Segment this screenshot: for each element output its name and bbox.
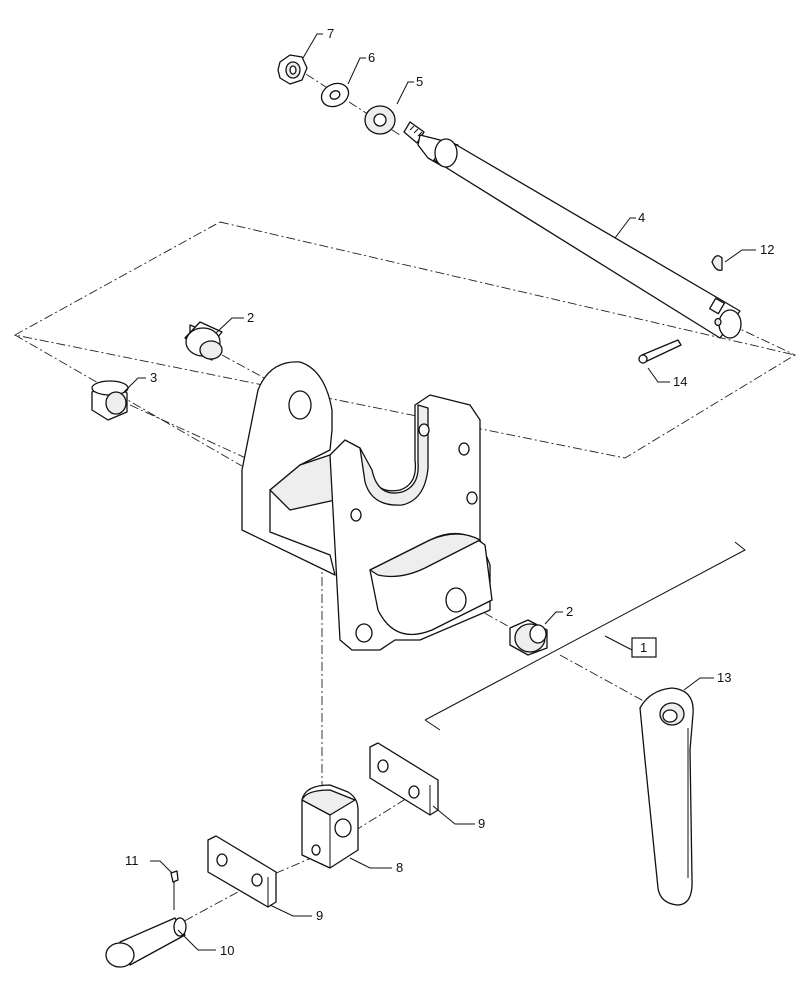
main-bracket-housing [241,361,493,651]
part-4-shaft [403,121,742,339]
group-1-bracket [424,541,746,731]
part-2-bushing-lower [509,619,548,656]
callout-9-lower: 9 [316,908,323,923]
part-2-bushing-upper [184,321,223,361]
callout-9-upper: 9 [478,816,485,831]
callout-1: 1 [640,640,647,655]
callout-3: 3 [150,370,157,385]
callout-6: 6 [368,50,375,65]
callout-labels: 7 6 5 4 12 14 2 3 2 1 13 9 8 11 9 10 [125,26,774,958]
part-11-fitting [170,870,179,910]
callout-14: 14 [673,374,687,389]
callout-2-upper: 2 [247,310,254,325]
part-6-washer [320,82,350,108]
part-3-bushing [91,380,129,421]
part-8-block [301,784,359,869]
part-5-washer [364,105,396,135]
callout-2-lower: 2 [566,604,573,619]
part-9-plate-upper [369,742,439,816]
callout-4: 4 [638,210,645,225]
part-9-plate-lower [207,835,277,908]
part-13-lever [639,687,694,906]
callout-11: 11 [125,853,139,868]
callout-13: 13 [717,670,731,685]
callout-12: 12 [760,242,774,257]
callout-10: 10 [220,943,234,958]
callout-7: 7 [327,26,334,41]
part-10-pin [105,917,187,968]
leader-lines [123,33,756,951]
part-12-key [711,255,723,271]
callout-8: 8 [396,860,403,875]
part-7-nut [277,54,308,85]
part-14-pin [638,339,682,364]
callout-1-box [631,637,657,658]
callout-5: 5 [416,74,423,89]
